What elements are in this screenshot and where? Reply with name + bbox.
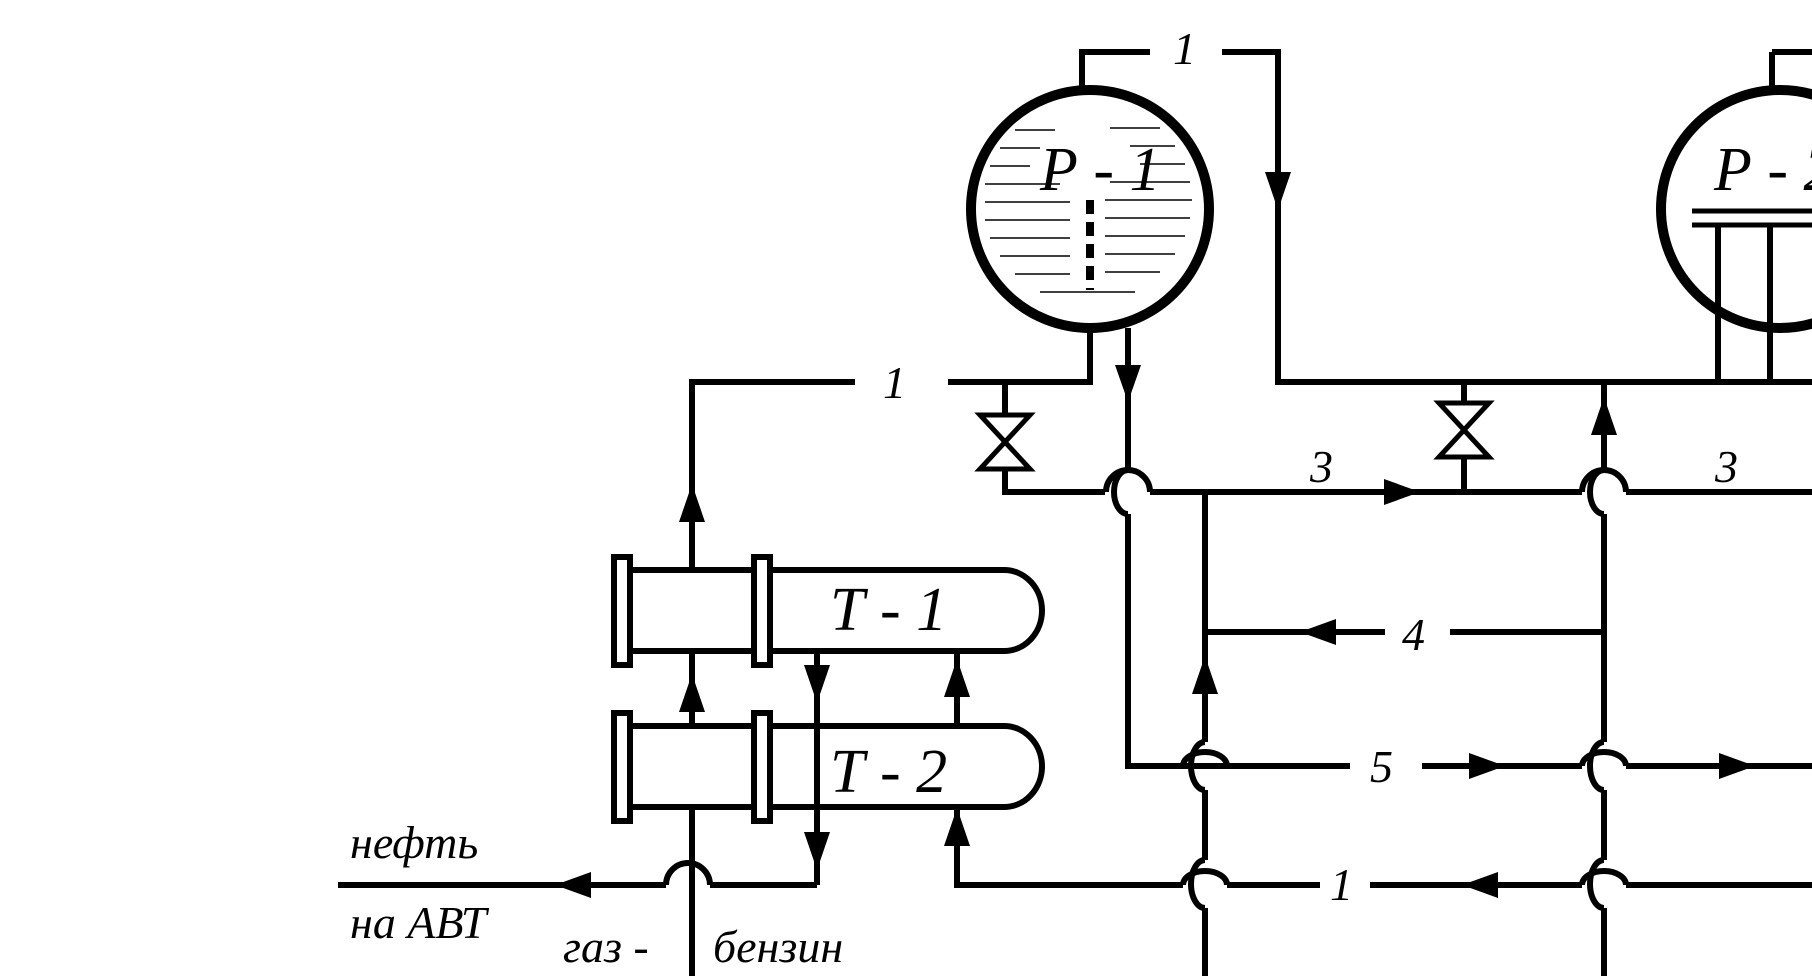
valve-left[interactable] [974, 382, 1105, 495]
arrow-left-line-up [679, 484, 705, 522]
exchanger-t2 [611, 710, 1045, 824]
line-1-top [1079, 49, 1812, 385]
arrow-bottom-line-left [1462, 872, 1498, 898]
line-5 [1128, 749, 1350, 769]
arrow-1604-up [1591, 397, 1617, 435]
arrow-line4-left [1300, 619, 1336, 645]
line-label-3-left: 3 [1309, 441, 1333, 492]
line-label-1-top: 1 [1173, 23, 1196, 74]
arrow-1205-up [1192, 656, 1218, 694]
reactor-p1-label: Р - 1 [1039, 136, 1161, 204]
arrow-p1-outlet-down [1115, 365, 1141, 402]
exchanger-t1 [611, 554, 1045, 668]
stream-gas-left: газ - [563, 921, 649, 972]
reactor-p2-label: Р - 2 [1713, 136, 1812, 204]
arrow-t1-down [804, 665, 830, 703]
arrow-line5-right-1 [1469, 753, 1505, 779]
reactor-p1-liquid-hatch [985, 127, 1192, 293]
line-label-1-bottom: 1 [1330, 859, 1353, 910]
stream-oil-bottom: на АВТ [350, 897, 490, 948]
line-label-5: 5 [1370, 741, 1393, 792]
arrow-oil-out-left [555, 872, 591, 898]
arrow-line5-right-2 [1719, 753, 1755, 779]
line-1-bottom [954, 810, 1812, 888]
exchanger-t1-label: Т - 1 [830, 576, 947, 644]
line-3 [1103, 467, 1812, 495]
line-label-3-right: 3 [1714, 441, 1738, 492]
arrow-line3-left [1384, 479, 1420, 505]
reactor-p2 [1656, 49, 1812, 382]
stream-oil-top: нефть [350, 817, 478, 868]
stream-gas-right: бензин [713, 921, 843, 972]
valve-right[interactable] [1433, 382, 1495, 492]
arrow-t2-up [944, 808, 970, 846]
arrow-top-line-down [1265, 172, 1291, 210]
arrow-t1-up [944, 659, 970, 697]
vertical-pipe-1205 [1188, 492, 1208, 976]
exchanger-t2-label: Т - 2 [830, 738, 947, 806]
vertical-pipe-1604 [1587, 382, 1607, 976]
arrow-t2-down [804, 832, 830, 870]
line-label-4: 4 [1402, 609, 1425, 660]
line-label-1-left: 1 [883, 357, 906, 408]
reactor-p1 [966, 85, 1214, 333]
arrow-t2-to-t1-up [679, 674, 705, 712]
